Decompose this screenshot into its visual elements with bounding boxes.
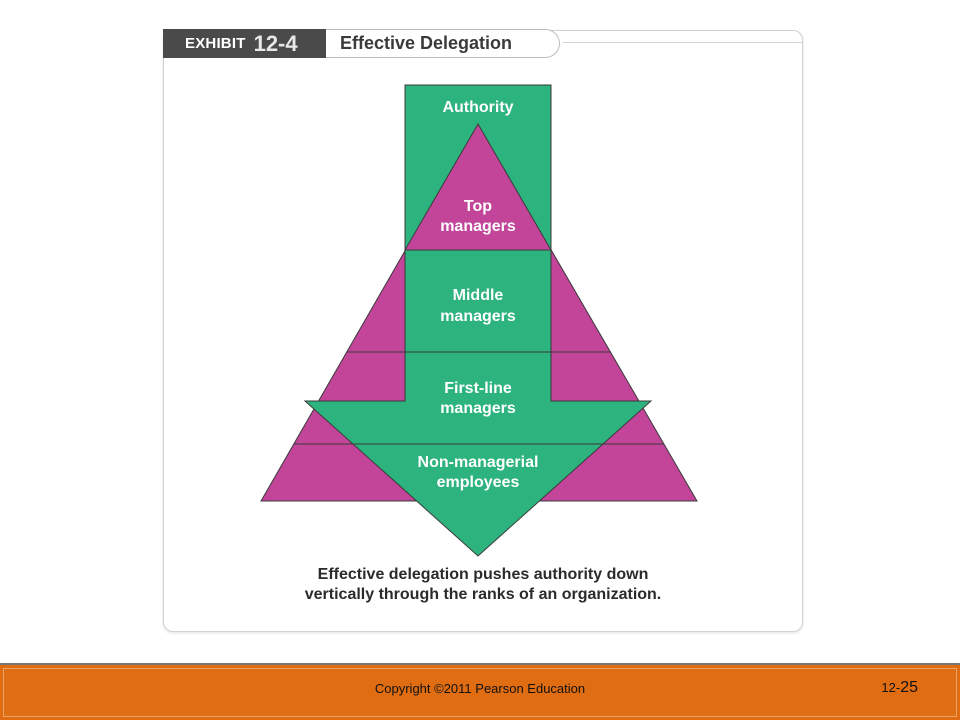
middle-managers-label-line1: Middle (453, 287, 504, 304)
first-line-managers-label-line2: managers (440, 400, 516, 417)
exhibit-badge: EXHIBIT 12-4 (163, 29, 326, 58)
middle-managers-label-line2: managers (440, 308, 516, 325)
top-managers-label-line2: managers (440, 218, 516, 235)
exhibit-title: Effective Delegation (340, 33, 513, 53)
slide-footer: Copyright ©2011 Pearson Education 12-25 (0, 663, 960, 720)
non-managerial-employees-label-line2: employees (437, 474, 520, 491)
non-managerial-employees-label-line1: Non-managerial (418, 454, 539, 471)
header-divider (563, 42, 803, 43)
caption-line-2: vertically through the ranks of an organ… (304, 586, 662, 603)
footer-frame (3, 668, 957, 717)
slide-number-value: 25 (900, 679, 918, 696)
authority-arrow (303, 84, 653, 557)
slide-number: 12-25 (881, 679, 918, 697)
exhibit-number: 12-4 (253, 30, 298, 56)
exhibit-title-tab: Effective Delegation (326, 29, 560, 58)
exhibit-word: EXHIBIT (185, 35, 246, 52)
authority-label: Authority (442, 99, 513, 116)
exhibit-header: EXHIBIT 12-4 Effective Delegation (163, 29, 563, 58)
first-line-managers-label-line1: First-line (444, 380, 512, 397)
slide-number-prefix: 12- (881, 680, 901, 695)
top-managers-label-line1: Top (464, 198, 492, 215)
caption-line-1: Effective delegation pushes authority do… (317, 566, 649, 583)
copyright-text: Copyright ©2011 Pearson Education (374, 681, 586, 696)
diagram-caption: Effective delegation pushes authority do… (163, 565, 803, 605)
